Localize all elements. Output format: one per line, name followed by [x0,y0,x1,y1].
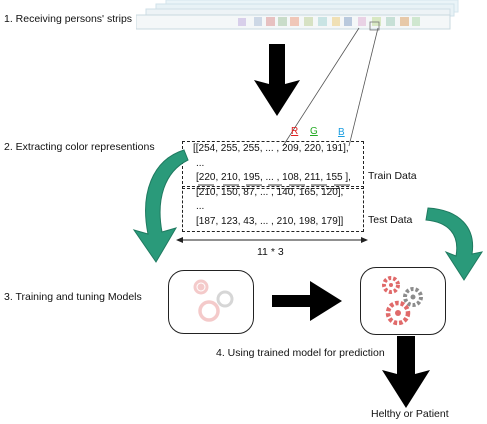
b-label: B [338,127,345,138]
arrow-right-icon [272,281,342,321]
gear-icon [216,290,234,308]
result-label: Helthy or Patient [371,408,449,420]
g-label: G [310,126,318,137]
gear-icon [193,279,209,295]
gear-icon [385,300,411,326]
step1-label: 1. Receiving persons' strips [4,13,133,25]
test-data-label: Test Data [368,214,413,226]
matrix-dots-1: ... [196,158,205,169]
train-box [182,141,364,189]
train-data-label: Train Data [368,170,417,182]
curved-arrow-right-icon [425,207,484,281]
strip-stack [135,0,466,32]
matrix-row-3: [210, 150, 87, ... , 140, 165, 120], [196,187,344,198]
arrow-down-icon [254,44,300,116]
dimension-label: 11 * 3 [257,246,284,258]
trained-model-box [360,267,446,335]
step2-label: 2. Extracting color representions [4,141,155,153]
gear-icon [198,300,220,322]
step4-label: 4. Using trained model for prediction [216,347,385,359]
arrow-down-icon [382,336,430,408]
gear-icon [382,276,400,294]
test-box [182,186,364,232]
matrix-row-1: [[254, 255, 255, ... , 209, 220, 191], [193,143,349,154]
dimension-arrow [176,237,368,243]
gear-icon [403,287,423,307]
r-label: R [291,126,299,137]
curved-arrow-left-icon [132,149,189,263]
matrix-dots-2: ... [196,201,205,212]
untrained-model-box [168,270,254,334]
step3-label: 3. Training and tuning Models [4,291,142,303]
matrix-row-2: [220, 210, 195, ... , 108, 211, 155 ], [196,172,351,183]
matrix-row-4: [187, 123, 43, ... , 210, 198, 179]] [196,216,344,227]
